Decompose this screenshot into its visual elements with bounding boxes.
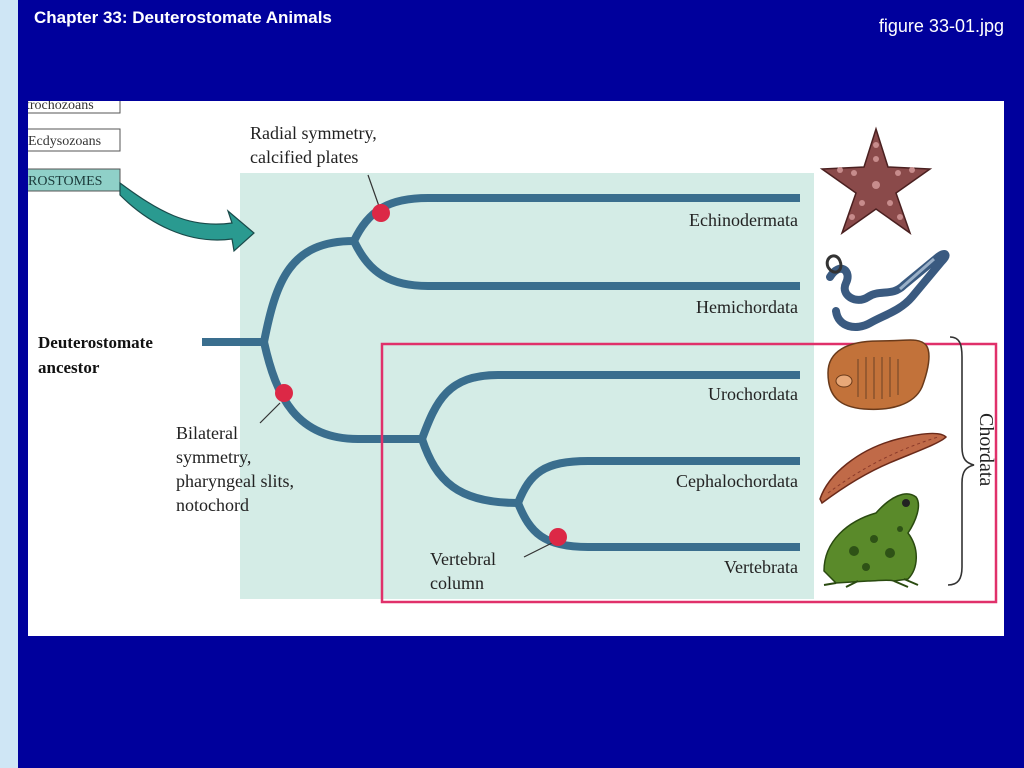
branch-protostome-split xyxy=(260,237,355,343)
phylogeny-diagram: trochozoans Ecdysozoans ROSTOMES Deutero… xyxy=(28,101,998,604)
chordata-label: Chordata xyxy=(975,413,997,486)
legend-ecdysozoans-label: Ecdysozoans xyxy=(28,134,101,149)
taxon-urochordata: Urochordata xyxy=(708,384,798,404)
vertebral-trait-line1: Vertebral xyxy=(430,549,496,569)
bilateral-trait-line2: symmetry, xyxy=(176,447,251,467)
bilateral-trait-line4: notochord xyxy=(176,495,249,515)
branch-chordata-stem xyxy=(260,341,422,443)
svg-text:Vertebral column: Vertebral column xyxy=(430,549,500,593)
radial-pointer xyxy=(367,174,381,210)
left-edge-strip xyxy=(0,0,18,768)
taxon-echinodermata: Echinodermata xyxy=(689,210,798,230)
trait-node-radial xyxy=(372,204,390,222)
taxon-hemichordata: Hemichordata xyxy=(696,297,798,317)
chordata-highlight-box xyxy=(380,342,998,604)
legend-box-lophotrochozoans: trochozoans xyxy=(28,101,121,114)
figure-filename: figure 33-01.jpg xyxy=(878,16,1004,36)
bilateral-pointer xyxy=(259,402,281,424)
phylogeny-figure: trochozoans Ecdysozoans ROSTOMES Deutero… xyxy=(28,101,1004,636)
radial-trait-line2: calcified plates xyxy=(250,147,358,167)
branch-urochordata xyxy=(418,371,800,441)
taxon-cephalochordata: Cephalochordata xyxy=(676,471,798,491)
svg-text:Radial symmetry, calcified: Radial symmetry, calcified plates xyxy=(250,123,381,167)
branch-vertebrate-stem xyxy=(418,437,519,507)
chordata-brace xyxy=(947,336,975,586)
starfish-icon xyxy=(819,126,933,235)
lancelet-icon xyxy=(819,432,948,505)
taxon-vertebrata: Vertebrata xyxy=(724,557,798,577)
acorn-worm-icon xyxy=(825,250,950,331)
root-label-line2: ancestor xyxy=(38,358,100,377)
branch-vertebrata xyxy=(514,501,800,551)
trait-node-bilateral xyxy=(275,384,293,402)
svg-text:Bilateral symmetry, ph: Bilateral symmetry, pharyngeal slits, no… xyxy=(176,423,298,515)
branch-hemichordata xyxy=(350,239,800,290)
curved-arrow-icon xyxy=(119,181,255,253)
legend-box-ecdysozoans: Ecdysozoans xyxy=(28,128,121,152)
root-label-line1: Deuterostomate xyxy=(38,333,153,352)
legend-box-deuterostomes: ROSTOMES xyxy=(28,168,121,192)
vertebral-pointer xyxy=(523,542,553,558)
branch-cephalochordata xyxy=(514,457,800,505)
svg-text:Deuterostomate ancestor: Deuterostomate ancestor xyxy=(38,333,157,377)
bilateral-trait-line3: pharyngeal slits, xyxy=(176,471,294,491)
frog-icon xyxy=(823,493,920,588)
sea-squirt-icon xyxy=(827,339,930,411)
vertebral-trait-line2: column xyxy=(430,573,484,593)
trait-node-vertebral xyxy=(549,528,567,546)
bilateral-trait-line1: Bilateral xyxy=(176,423,238,443)
legend-deuterostomes-label: ROSTOMES xyxy=(28,174,102,189)
radial-trait-line1: Radial symmetry, xyxy=(250,123,377,143)
slide-title: Chapter 33: Deuterostomate Animals xyxy=(34,8,332,27)
legend-lophotrochozoans-label: trochozoans xyxy=(28,101,94,113)
